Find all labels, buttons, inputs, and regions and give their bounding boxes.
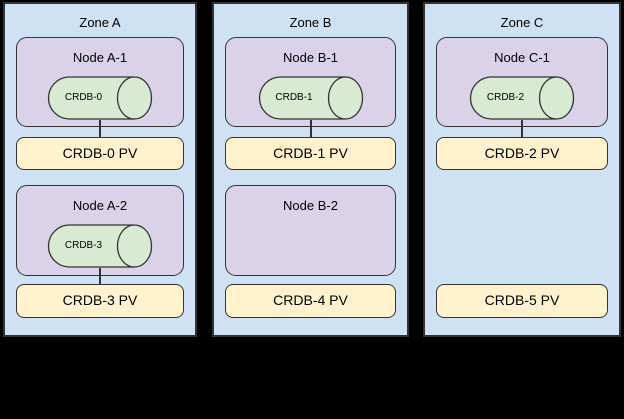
zone-a: Zone A Node A-1 CRDB-0 CRDB-0 PV Node A-… — [3, 2, 197, 337]
cylinder-label: CRDB-1 — [275, 92, 313, 103]
connector-line — [521, 120, 523, 138]
pv-box: CRDB-0 PV — [16, 137, 184, 170]
node-b2-box: Node B-2 — [225, 185, 396, 276]
node-title: Node C-1 — [494, 50, 550, 65]
zone-title: Zone A — [79, 15, 121, 30]
connector-line — [99, 120, 101, 138]
node-b1-box: Node B-1 CRDB-1 — [225, 37, 396, 127]
database-cylinder-icon — [469, 76, 575, 120]
crdb-cylinder: CRDB-1 — [258, 76, 363, 120]
connector-line — [309, 120, 312, 138]
cylinder-body — [47, 224, 135, 268]
node-title: Node B-1 — [283, 50, 338, 65]
zone-b: Zone B Node B-1 CRDB-1 CRDB-1 PV Node B-… — [212, 2, 409, 337]
connector-line — [99, 268, 101, 284]
node-title: Node A-1 — [72, 50, 128, 65]
pv-box: CRDB-4 PV — [225, 284, 396, 318]
cylinder-body — [258, 76, 345, 120]
cylinder-label: CRDB-0 — [64, 92, 103, 103]
database-cylinder-icon — [47, 76, 153, 120]
crdb-cylinder: CRDB-0 — [47, 76, 153, 120]
database-cylinder-icon — [258, 76, 363, 120]
database-cylinder-icon — [47, 224, 153, 268]
cylinder-label: CRDB-2 — [486, 92, 525, 103]
pv-box: CRDB-1 PV — [225, 137, 396, 170]
node-a1-box: Node A-1 CRDB-0 — [16, 37, 184, 127]
pv-box: CRDB-5 PV — [436, 284, 608, 318]
cylinder-body — [47, 76, 135, 120]
cylinder-body — [469, 76, 557, 120]
cylinder-cap — [116, 76, 153, 120]
zone-title: Zone B — [289, 15, 332, 30]
node-title: Node B-2 — [283, 198, 338, 213]
node-title: Node A-2 — [72, 198, 128, 213]
pv-box: CRDB-3 PV — [16, 284, 184, 318]
zone-title: Zone C — [500, 15, 544, 30]
zone-c: Zone C Node C-1 CRDB-2 CRDB-2 PV CRDB-5 … — [423, 2, 621, 337]
cylinder-cap — [538, 76, 575, 120]
cylinder-label: CRDB-3 — [64, 240, 103, 251]
crdb-cylinder: CRDB-2 — [469, 76, 575, 120]
node-a2-box: Node A-2 CRDB-3 — [16, 185, 184, 276]
pv-box: CRDB-2 PV — [436, 137, 608, 170]
node-c1-box: Node C-1 CRDB-2 — [436, 37, 608, 127]
cylinder-cap — [116, 224, 153, 268]
cylinder-cap — [327, 76, 363, 120]
crdb-cylinder: CRDB-3 — [47, 224, 153, 268]
